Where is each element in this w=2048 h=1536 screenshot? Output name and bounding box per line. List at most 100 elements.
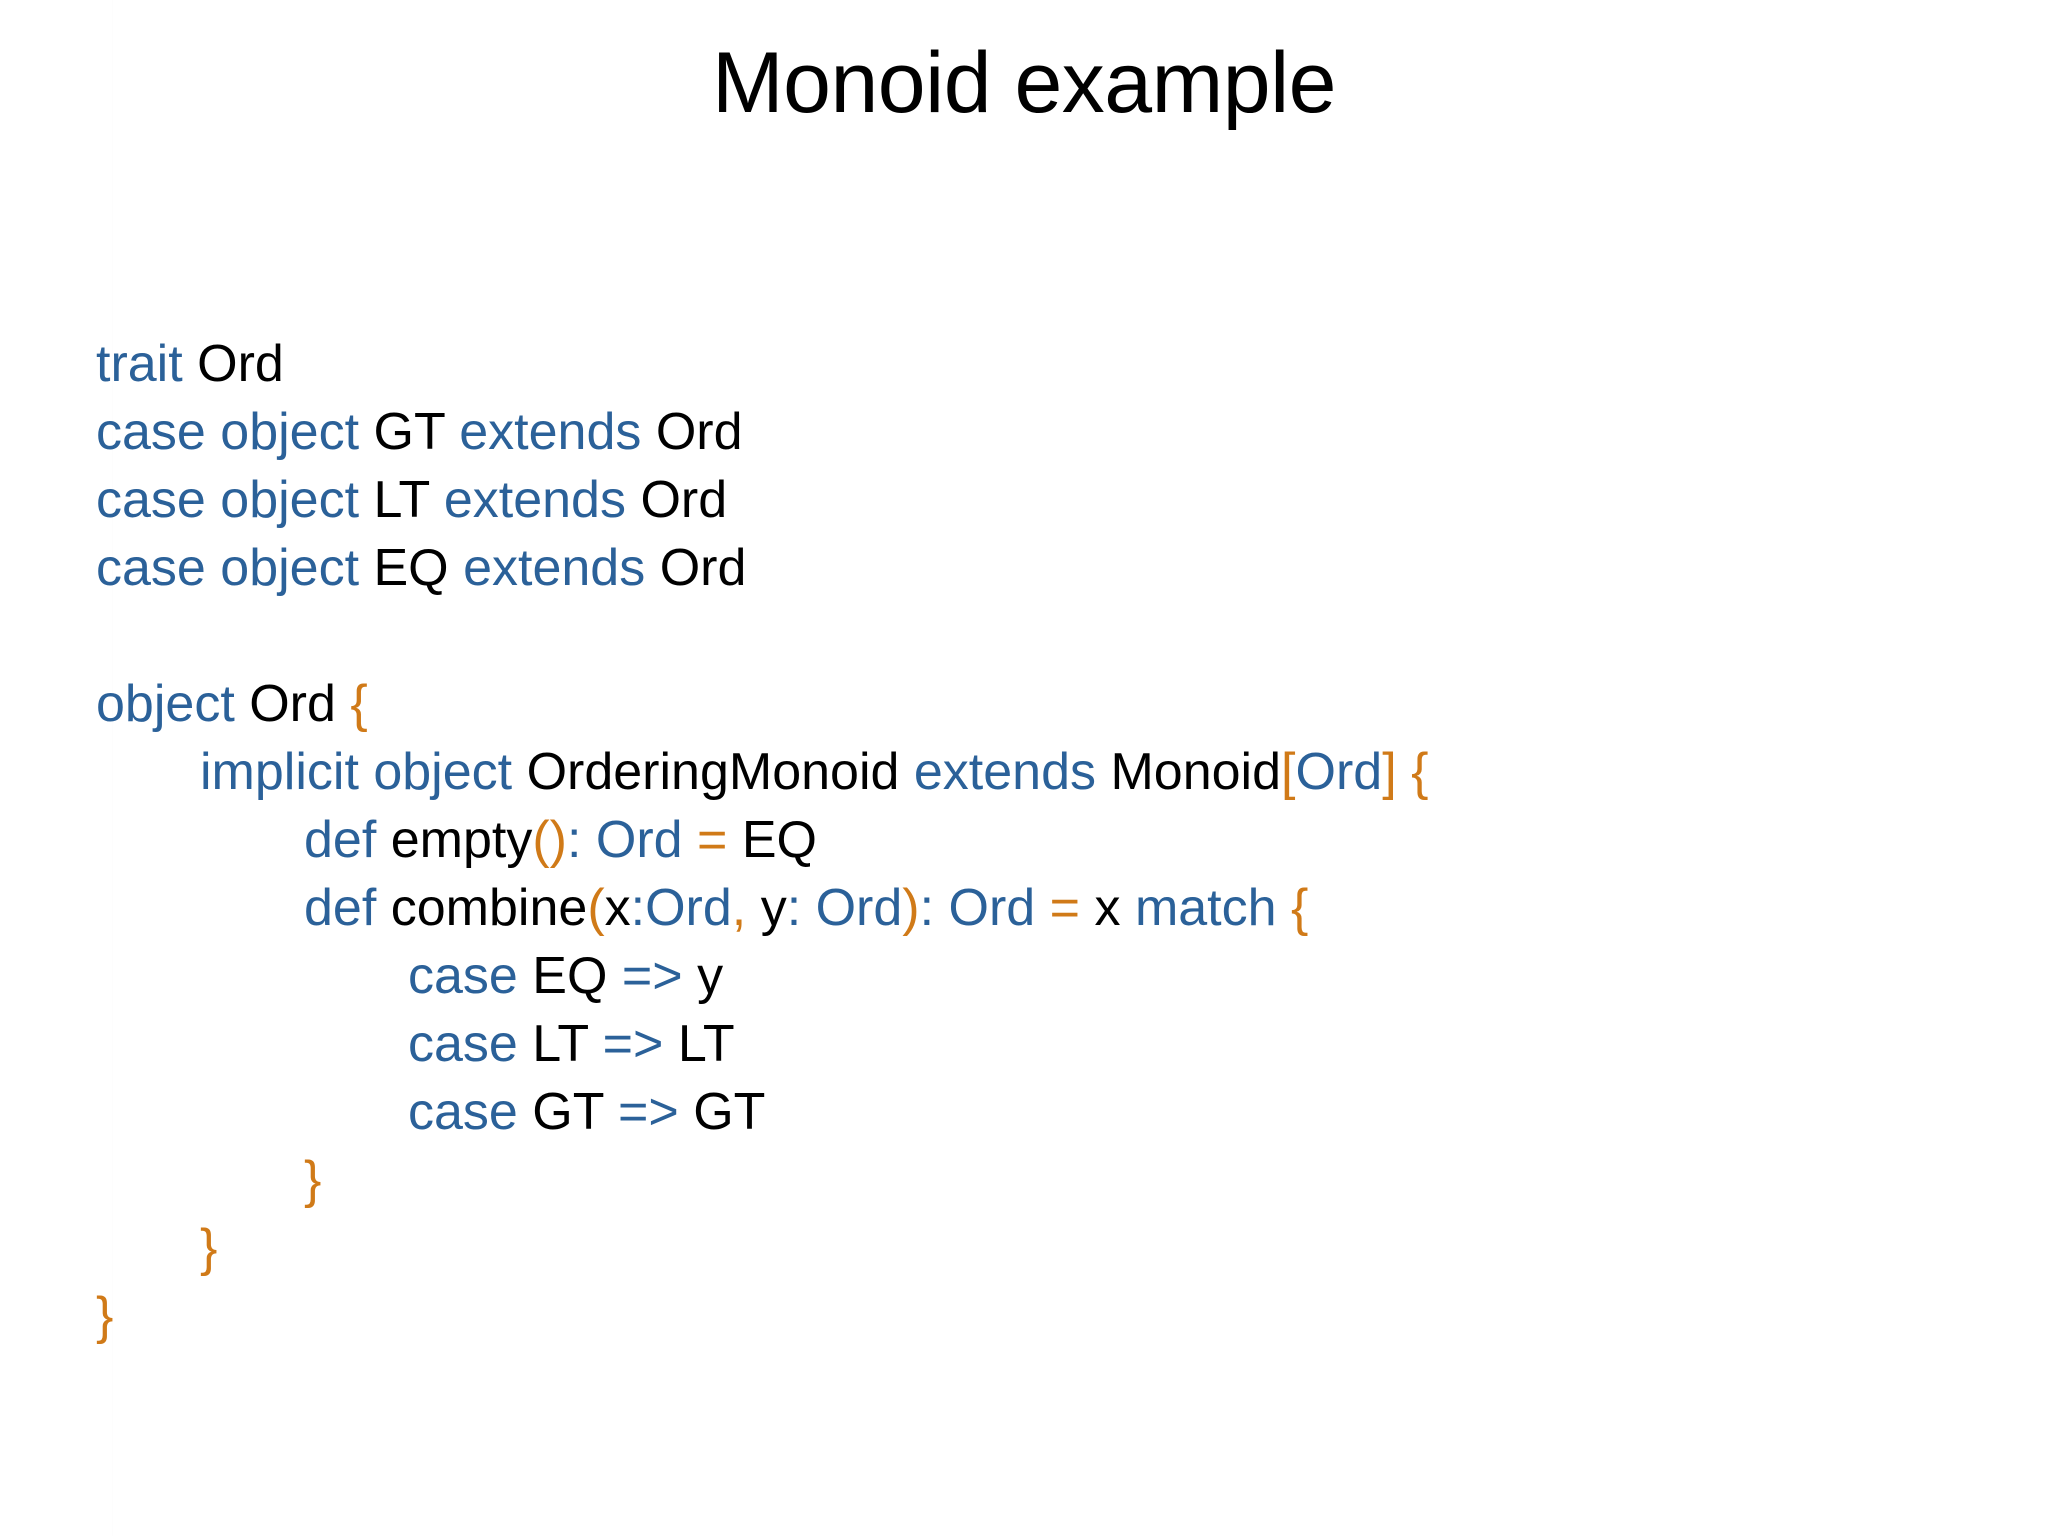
code-token-id: GT (693, 1083, 766, 1141)
code-line: case object LT extends Ord (96, 466, 1428, 534)
code-line: object Ord { (96, 670, 1428, 738)
code-token-kw: case object (96, 403, 360, 461)
code-token-type: Ord (645, 879, 732, 937)
code-token-pun: = (1049, 879, 1081, 937)
code-token-kw: extends (443, 471, 626, 529)
code-token-plain (359, 403, 373, 461)
code-token-id: x (1094, 879, 1121, 937)
code-token-id: x (604, 879, 631, 937)
code-token-pun: () (532, 811, 567, 869)
code-token-id: empty (390, 811, 533, 869)
code-token-plain (683, 811, 697, 869)
code-token-type: Ord (815, 879, 903, 937)
code-token-plain (1080, 879, 1094, 937)
code-line: case EQ => y (96, 942, 1428, 1010)
code-token-id: EQ (373, 539, 449, 597)
code-line: trait Ord (96, 330, 1428, 398)
code-indent (96, 1083, 408, 1141)
code-token-type: Ord (948, 879, 1036, 937)
code-line: case object GT extends Ord (96, 398, 1428, 466)
code-token-plain (1035, 879, 1049, 937)
code-token-kw: implicit object (200, 743, 513, 801)
code-token-pun: ] (1382, 743, 1397, 801)
code-token-kw: case object (96, 539, 360, 597)
code-token-kw: extends (463, 539, 646, 597)
code-token-id: OrderingMonoid (526, 743, 900, 801)
code-token-plain (663, 1015, 677, 1073)
code-token-plain (607, 947, 621, 1005)
code-token-plain (641, 403, 655, 461)
code-token-type: : (630, 879, 646, 937)
code-line: } (96, 1282, 1428, 1350)
code-token-pun: ( (587, 879, 605, 937)
code-token-plain (1120, 879, 1134, 937)
code-token-kw: => (621, 947, 683, 1005)
code-token-pun: } (304, 1151, 322, 1209)
code-token-plain (376, 879, 390, 937)
code-token-kw: => (618, 1083, 679, 1141)
code-token-kw: def (304, 811, 377, 869)
code-indent (96, 947, 408, 1005)
code-indent (96, 811, 304, 869)
code-indent (96, 1015, 408, 1073)
code-line: } (96, 1146, 1428, 1214)
code-token-pun: [ (1281, 743, 1296, 801)
code-token-pun: { (350, 675, 368, 733)
code-token-id: Ord (249, 675, 336, 733)
code-token-id: y (760, 879, 787, 937)
code-token-pun: ) (902, 879, 920, 937)
code-token-plain (588, 1015, 602, 1073)
code-line (96, 602, 1428, 670)
code-token-id: EQ (532, 947, 608, 1005)
code-token-plain (445, 403, 459, 461)
code-line: case GT => GT (96, 1078, 1428, 1146)
code-token-pun: } (96, 1287, 114, 1345)
code-token-plain (183, 335, 197, 393)
code-line: case object EQ extends Ord (96, 534, 1428, 602)
code-token-kw: def (304, 879, 377, 937)
code-token-plain (429, 471, 443, 529)
code-token-id: Monoid (1110, 743, 1282, 801)
code-token-kw: trait (96, 335, 183, 393)
code-token-plain (359, 539, 373, 597)
code-token-plain (1397, 743, 1411, 801)
code-token-kw: case (408, 1083, 518, 1141)
code-token-plain (683, 947, 697, 1005)
code-token-plain (604, 1083, 618, 1141)
code-line: implicit object OrderingMonoid extends M… (96, 738, 1428, 806)
code-token-plain (801, 879, 815, 937)
code-token-id: Ord (197, 335, 284, 393)
code-token-plain (376, 811, 390, 869)
code-line: def combine(x:Ord, y: Ord): Ord = x matc… (96, 874, 1428, 942)
code-token-kw: extends (913, 743, 1097, 801)
code-token-id: combine (390, 879, 588, 937)
code-token-plain (235, 675, 249, 733)
code-token-id: LT (532, 1015, 589, 1073)
code-token-plain (679, 1083, 693, 1141)
code-token-type: : (919, 879, 935, 937)
code-token-id: Ord (640, 471, 728, 529)
code-token-pun: } (200, 1219, 218, 1277)
code-token-id: LT (677, 1015, 735, 1073)
code-token-id: LT (373, 471, 430, 529)
code-token-plain (581, 811, 595, 869)
code-token-id: Ord (655, 403, 743, 461)
code-token-plain (336, 675, 350, 733)
code-line: case LT => LT (96, 1010, 1428, 1078)
code-token-plain (899, 743, 913, 801)
code-token-plain (518, 947, 532, 1005)
code-token-pun: { (1291, 879, 1309, 937)
code-token-id: EQ (741, 811, 818, 869)
code-token-plain (645, 539, 659, 597)
code-token-type: : (786, 879, 802, 937)
code-token-plain (746, 879, 760, 937)
code-token-plain (512, 743, 526, 801)
code-indent (96, 879, 304, 937)
code-token-kw: extends (459, 403, 642, 461)
code-token-plain (1096, 743, 1110, 801)
code-token-kw: case (408, 1015, 518, 1073)
code-line: def empty(): Ord = EQ (96, 806, 1428, 874)
code-token-id: GT (532, 1083, 604, 1141)
